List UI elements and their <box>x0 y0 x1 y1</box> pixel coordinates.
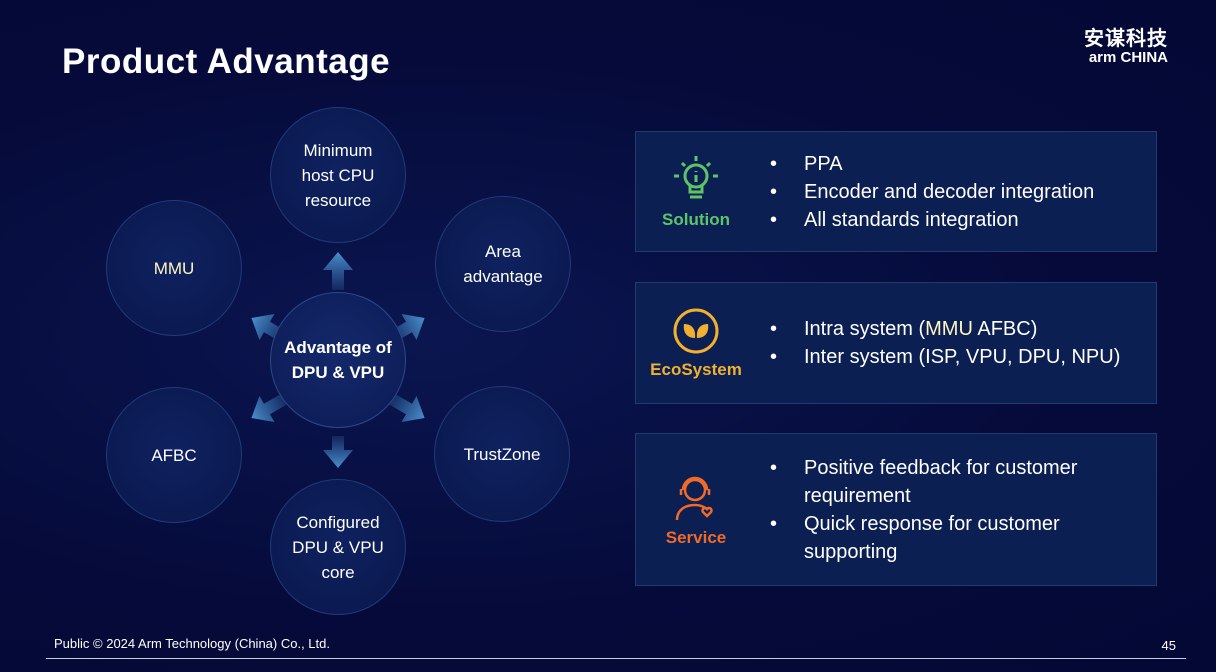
bullet-item: Encoder and decoder integration <box>770 178 1094 206</box>
arrow-lower-left <box>251 392 290 422</box>
bullet-text: Intra system ( <box>804 318 926 340</box>
arrow-down <box>323 436 353 468</box>
logo-chinese: 安谋科技 <box>1084 28 1168 50</box>
bullet-list: PPA Encoder and decoder integration All … <box>770 150 1094 234</box>
bullet-item: Intra system (MMU AFBC) <box>770 315 1120 343</box>
node-mmu: MMU <box>106 200 242 336</box>
lightbulb-icon <box>674 155 718 198</box>
leaf-icon <box>673 308 719 354</box>
node-center: Advantage of DPU & VPU <box>270 292 406 428</box>
card-label: EcoSystem <box>650 360 742 379</box>
customer-service-icon <box>675 476 713 520</box>
bullet-item: Quick response for customer supporting <box>770 510 1130 566</box>
bullet-item: All standards integration <box>770 206 1094 234</box>
card-ecosystem: EcoSystem Intra system (MMU AFBC) Inter … <box>635 282 1157 404</box>
bullet-item: PPA <box>770 150 1094 178</box>
arm-china-logo: 安谋科技 arm CHINA <box>1084 22 1168 66</box>
card-label: Solution <box>662 209 730 229</box>
page-number: 45 <box>1161 638 1176 653</box>
node-afbc: AFBC <box>106 387 242 523</box>
footer-copyright: Public © 2024 Arm Technology (China) Co.… <box>54 636 330 651</box>
node-minimum-host-cpu: Minimum host CPU resource <box>270 107 406 243</box>
node-area-advantage: Area advantage <box>435 196 571 332</box>
node-configured-core: Configured DPU & VPU core <box>270 479 406 615</box>
card-service: Service Positive feedback for customer r… <box>635 433 1157 586</box>
footer-divider <box>46 658 1186 659</box>
arrow-up <box>323 252 353 290</box>
page-title: Product Advantage <box>62 42 391 81</box>
arrow-lower-right <box>386 392 425 422</box>
bullet-text: AFBC) <box>972 318 1038 340</box>
bullet-list: Intra system (MMU AFBC) Inter system (IS… <box>770 315 1120 371</box>
logo-english: arm CHINA <box>1088 49 1168 66</box>
bullet-item: Inter system (ISP, VPU, DPU, NPU) <box>770 343 1120 371</box>
bullet-item: Positive feedback for customer requireme… <box>770 454 1130 510</box>
bullet-highlight: MMU <box>925 318 973 340</box>
bullet-list: Positive feedback for customer requireme… <box>770 454 1130 566</box>
node-trustzone: TrustZone <box>434 386 570 522</box>
card-solution: Solution PPA Encoder and decoder integra… <box>635 131 1157 252</box>
card-label: Service <box>665 527 727 547</box>
